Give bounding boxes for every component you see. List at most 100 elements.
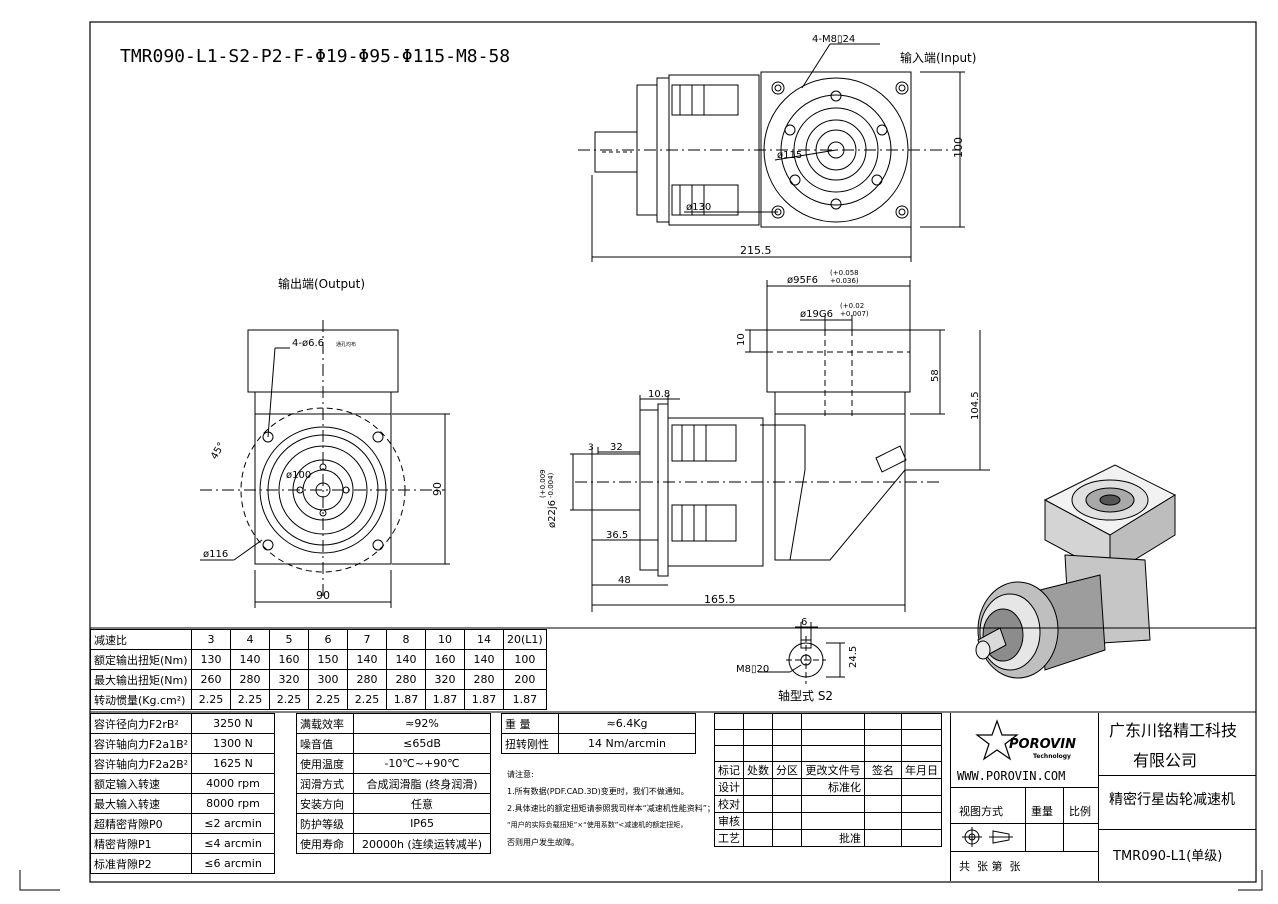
spec_mid-cell: 润滑方式 — [296, 773, 354, 794]
holes-spec: 4-ø6.6 — [292, 338, 324, 349]
ratio-cell: 转动惯量(Kg.cm²) — [90, 689, 192, 710]
spec_mid-cell: 噪音值 — [296, 733, 354, 754]
spec_right-row: 重 量≈6.4Kg — [501, 713, 696, 734]
rev-std: 标准化 — [801, 778, 865, 796]
rev-check: 校对 — [714, 795, 744, 813]
spec_mid-cell: -10℃~+90℃ — [353, 753, 491, 774]
ratio-cell: 200 — [503, 669, 547, 690]
ratio-cell: 额定输出扭矩(Nm) — [90, 649, 192, 670]
dim-dia116: ø116 — [203, 549, 228, 560]
side-view — [570, 280, 990, 612]
fit-95-tol-lo: +0.036) — [830, 277, 859, 285]
rev-h5: 签名 — [864, 761, 902, 779]
shaft-detail — [758, 622, 845, 684]
rev-process: 工艺 — [714, 829, 744, 847]
spec_left-cell: ≤4 arcmin — [191, 833, 276, 854]
notes: 请注意: 1.所有数据(PDF.CAD.3D)变更时，我们不做通知。 2.具体速… — [507, 766, 715, 851]
title-block-right: 广东川铭精工科技 有限公司 精密行星齿轮减速机 TMR090-L1(单级) — [1098, 713, 1256, 881]
note-1: 1.所有数据(PDF.CAD.3D)变更时，我们不做通知。 — [507, 787, 689, 796]
spec_left-cell: 额定输入转速 — [89, 773, 193, 794]
spec_mid-cell: 满载效率 — [296, 713, 354, 734]
ratio-cell: 320 — [269, 669, 309, 690]
ratio-cell: 5 — [269, 629, 309, 650]
spec_mid-cell: 安装方向 — [296, 793, 354, 814]
holes-note: 通孔均布 — [336, 341, 356, 348]
spec_right-cell: 扭转刚性 — [501, 733, 559, 754]
dim-6: 6 — [801, 617, 807, 628]
ratio-cell: 14 — [464, 629, 504, 650]
ratio-cell: 280 — [386, 669, 426, 690]
note-2: 2.具体速比的额定扭矩请参照我司样本“减速机性能资料”； — [507, 804, 715, 813]
ratio-cell: 减速比 — [90, 629, 192, 650]
rev-h3: 分区 — [772, 761, 802, 779]
spec_mid-row: 噪音值≤65dB — [296, 733, 491, 754]
spec_mid-row: 润滑方式合成润滑脂 (终身润滑) — [296, 773, 491, 794]
isometric-gearbox-illustration — [975, 464, 1177, 679]
spec_left-cell: 4000 rpm — [191, 773, 276, 794]
scale-label: 比例 — [1069, 805, 1091, 818]
spec_right-cell: ≈6.4Kg — [558, 713, 696, 734]
spec_left-cell: 容许轴向力F2a1B² — [89, 733, 193, 754]
rev-h4: 更改文件号 — [801, 761, 865, 779]
ratio-cell: 10 — [425, 629, 465, 650]
dim-10: 10 — [736, 333, 747, 346]
note-3: “用户的实际负载扭矩”×“使用系数”<减速机的额定扭矩， — [507, 821, 688, 829]
ratio-cell: 2.25 — [191, 689, 231, 710]
spec_left-cell: 3250 N — [191, 713, 276, 734]
spec_left-cell: 最大输入转速 — [89, 793, 193, 814]
title-block-logo-area: POROVIN Technology WWW.POROVIN.COM 视图方式 … — [950, 713, 1099, 881]
ratio-cell: 4 — [230, 629, 270, 650]
ratio-cell: 280 — [347, 669, 387, 690]
dim-32: 32 — [610, 442, 623, 453]
rev-h1: 标记 — [714, 761, 744, 779]
view-method-label: 视图方式 — [959, 805, 1003, 818]
ratio-cell: 100 — [503, 649, 547, 670]
spec_left-cell: 8000 rpm — [191, 793, 276, 814]
weight-label: 重量 — [1031, 805, 1053, 818]
ratio-cell: 1.87 — [503, 689, 547, 710]
revision-block: 标记 处数 分区 更改文件号 签名 年月日 设计 标准化 校对 审核 工艺 批准 — [714, 713, 942, 847]
top-view — [578, 43, 965, 262]
ratio-cell: 140 — [347, 649, 387, 670]
spec_mid-cell: 20000h (连续运转减半) — [353, 833, 491, 854]
shaft-tol-up: (+0.009 — [539, 469, 547, 498]
dim-3: 3 — [588, 443, 594, 453]
spec_left-row: 精密背隙P1≤4 arcmin — [89, 833, 276, 854]
ratio-cell: 2.25 — [230, 689, 270, 710]
ratio-cell: 160 — [269, 649, 309, 670]
rev-design: 设计 — [714, 778, 744, 796]
spec_mid-cell: ≤65dB — [353, 733, 491, 754]
ratio-cell: 8 — [386, 629, 426, 650]
fit-95-tol-up: (+0.058 — [830, 269, 859, 277]
output-label: 输出端(Output) — [278, 276, 365, 291]
dim-48: 48 — [618, 575, 631, 586]
ratio-cell: 2.25 — [347, 689, 387, 710]
dim-dia130: ø130 — [686, 202, 711, 213]
output-view — [200, 320, 450, 608]
spec_left-row: 超精密背隙P0≤2 arcmin — [89, 813, 276, 834]
angle-45: 45° — [209, 441, 227, 462]
rev-review: 审核 — [714, 812, 744, 830]
product-name: 精密行星齿轮减速机 — [1109, 792, 1235, 808]
spec_mid-cell: IP65 — [353, 813, 491, 834]
spec_mid-cell: 使用温度 — [296, 753, 354, 774]
ratio-cell: 260 — [191, 669, 231, 690]
shaft-tol-lo: -0.004) — [547, 472, 555, 498]
sheets-label: 共 张 第 张 — [959, 860, 1021, 873]
spec_left-cell: 容许轴向力F2a2B² — [89, 753, 193, 774]
company-line-2: 有限公司 — [1133, 751, 1198, 770]
ratio-cell: 140 — [386, 649, 426, 670]
spec_right-cell: 14 Nm/arcmin — [558, 733, 696, 754]
dim-100: 100 — [952, 137, 965, 158]
dim-24-5: 24.5 — [848, 646, 859, 668]
